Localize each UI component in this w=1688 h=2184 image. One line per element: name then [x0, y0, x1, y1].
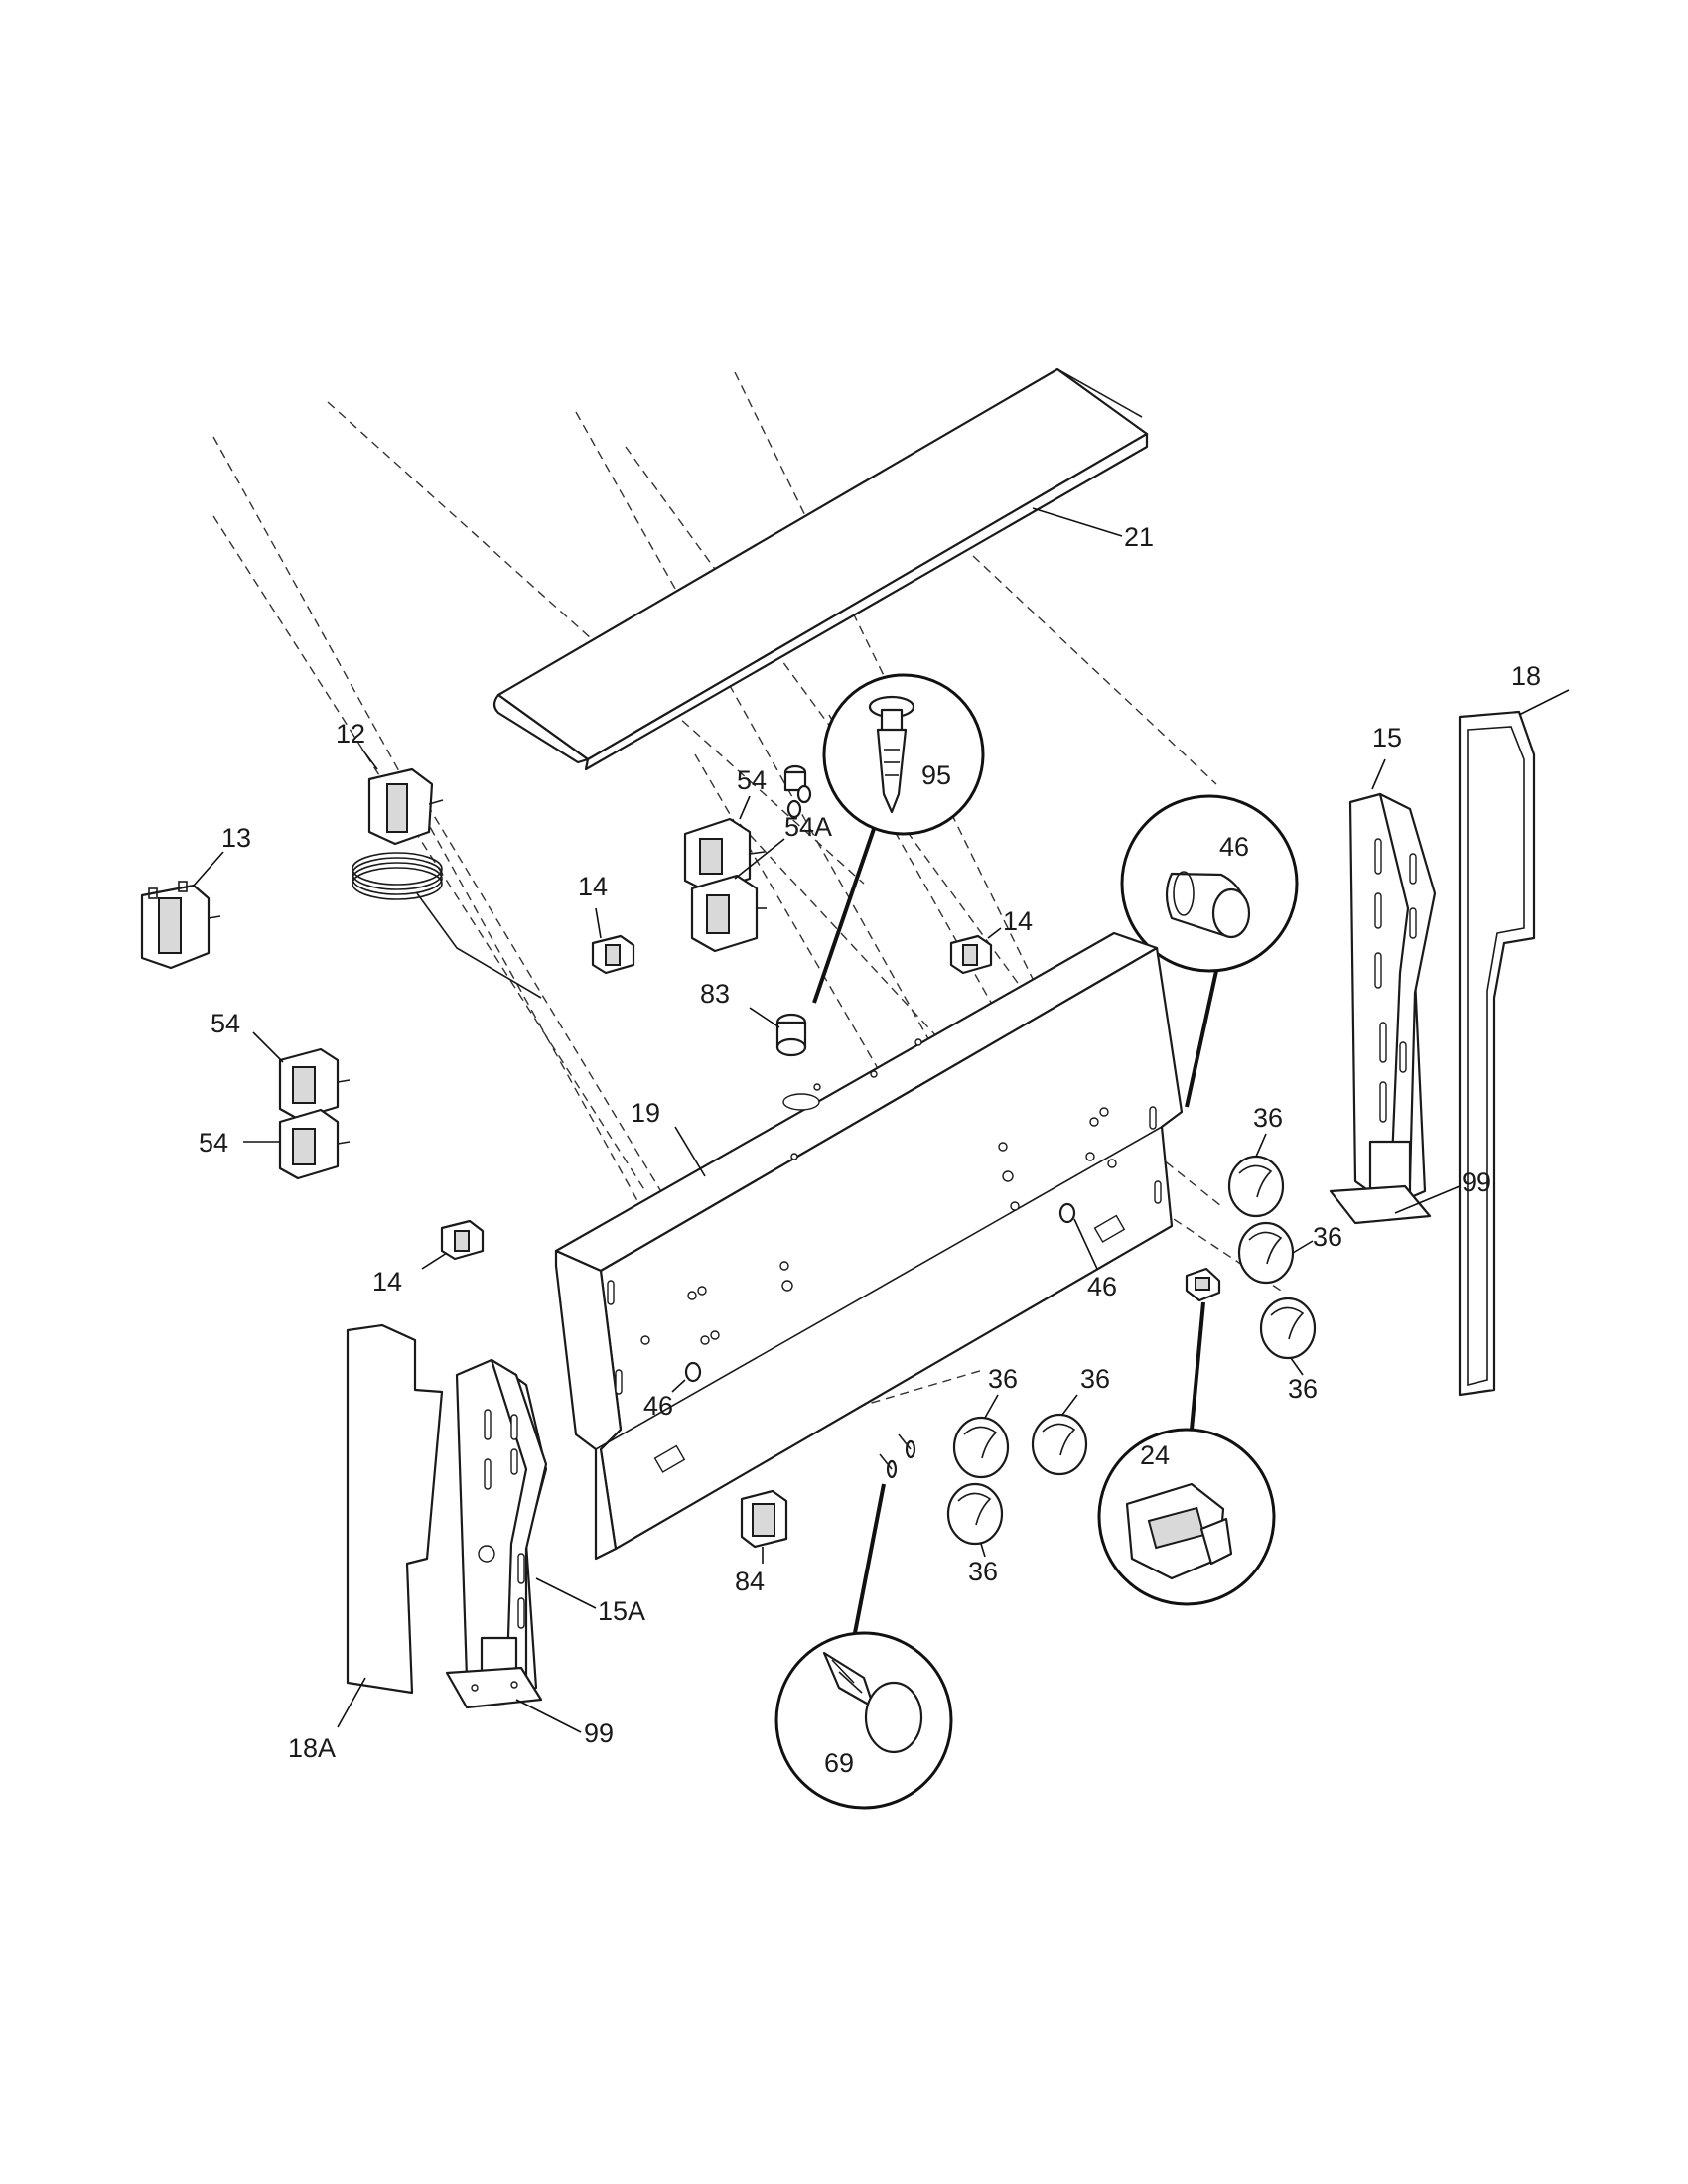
part-18-end-trim: 18: [1458, 661, 1570, 1397]
label-46-callout: 46: [1219, 832, 1249, 862]
label-18A: 18A: [288, 1733, 336, 1763]
callout-46-lamp: 46: [1120, 794, 1299, 1108]
label-84: 84: [735, 1567, 765, 1596]
knob-36-d: 36: [952, 1364, 1018, 1479]
label-46-right: 46: [1087, 1272, 1117, 1301]
part-83-socket: 83: [700, 764, 812, 1057]
label-21: 21: [1124, 522, 1154, 552]
part-46-lamp-right: 46: [1058, 1202, 1117, 1301]
callout-24-rocker-switch: 24: [1097, 1267, 1276, 1606]
label-14-lower: 14: [372, 1267, 402, 1297]
label-99-left: 99: [584, 1718, 614, 1748]
knob-36-c: 36: [1259, 1297, 1318, 1404]
callout-95-indicator: 95: [812, 673, 985, 1004]
label-24: 24: [1140, 1440, 1170, 1470]
label-83: 83: [700, 979, 730, 1009]
part-15A-side-bracket: 15A 99: [445, 1358, 645, 1748]
part-15-side-bracket: 15: [1329, 723, 1437, 1225]
part-46-lamp-left: 46: [643, 1361, 702, 1421]
label-54-left-top: 54: [211, 1009, 240, 1038]
label-36-f: 36: [968, 1557, 998, 1586]
label-36-c: 36: [1288, 1374, 1318, 1404]
label-36-d: 36: [988, 1364, 1018, 1394]
label-12: 12: [336, 719, 365, 749]
part-19-control-panel: 19: [554, 931, 1184, 1561]
part-14-terminal-left: 14: [578, 872, 635, 975]
callout-69-screw: 69: [774, 1433, 953, 1810]
knob-36-b: 36: [1237, 1221, 1342, 1285]
label-69: 69: [824, 1748, 854, 1778]
label-15: 15: [1372, 723, 1402, 752]
knob-36-e: 36: [1031, 1364, 1110, 1476]
part-14-terminal-lower: 14: [372, 1219, 485, 1297]
label-36-a: 36: [1253, 1103, 1283, 1133]
panel-holes: [640, 1038, 1117, 1345]
label-19: 19: [631, 1098, 660, 1128]
label-36-b: 36: [1313, 1222, 1342, 1252]
knob-36-a: 36: [1227, 1103, 1285, 1218]
label-14-right: 14: [1003, 906, 1033, 936]
label-13: 13: [221, 823, 251, 853]
part-18A-end-trim: 18A: [288, 1323, 444, 1763]
label-54-upper: 54: [737, 765, 767, 795]
label-14-top: 14: [578, 872, 608, 901]
bracket-slots-15: [1374, 838, 1417, 1123]
part-54-left-switches: 54 54: [199, 1009, 351, 1180]
part-12-thermostat: 12: [336, 719, 542, 999]
label-36-e: 36: [1080, 1364, 1110, 1394]
knob-36-f: 36: [946, 1482, 1004, 1586]
part-13-infinite-switch: 13: [140, 823, 251, 970]
part-14-terminal-right: 14: [949, 906, 1033, 975]
part-21-top-trim: 21: [492, 367, 1154, 771]
label-18: 18: [1511, 661, 1541, 691]
part-84-block: 84: [735, 1489, 788, 1596]
bracket-slots-15A: [484, 1409, 525, 1629]
label-95: 95: [921, 760, 951, 790]
label-54-left-bottom: 54: [199, 1128, 228, 1158]
part-99-right-base: 99: [1394, 1167, 1491, 1214]
part-54-upper-switches: 54 54A: [683, 765, 832, 953]
label-99-right: 99: [1462, 1167, 1491, 1197]
label-15A: 15A: [598, 1596, 645, 1626]
label-46-left: 46: [643, 1391, 673, 1421]
capillary-coil: [352, 852, 443, 900]
